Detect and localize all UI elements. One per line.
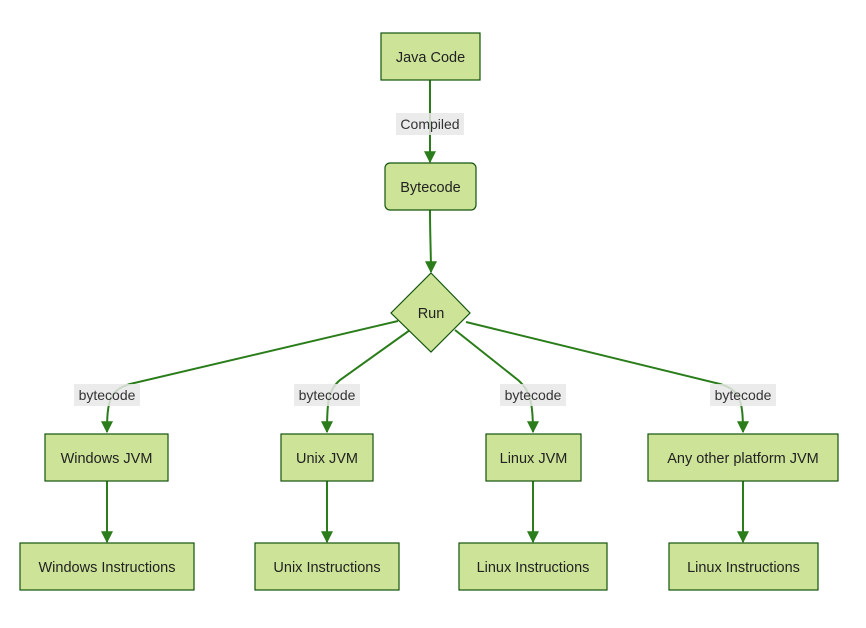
node-linux-jvm-label: Linux JVM [500, 451, 568, 467]
edge-label-bytecode-other: bytecode [715, 387, 772, 403]
node-run-label: Run [418, 306, 445, 322]
edge-run-unix [321, 329, 411, 434]
node-linux-instructions-2-label: Linux Instructions [687, 560, 800, 576]
node-java-code-label: Java Code [396, 50, 465, 66]
node-run-decision[interactable]: Run [390, 272, 471, 353]
node-windows-jvm[interactable]: Windows JVM [44, 433, 169, 482]
node-windows-instructions[interactable]: Windows Instructions [19, 542, 195, 591]
node-other-jvm-label: Any other platform JVM [667, 451, 819, 467]
node-bytecode[interactable]: Bytecode [384, 162, 477, 211]
edge-label-compiled: Compiled [400, 116, 459, 132]
node-other-jvm[interactable]: Any other platform JVM [647, 433, 839, 482]
node-java-code[interactable]: Java Code [380, 32, 481, 81]
node-unix-jvm[interactable]: Unix JVM [280, 433, 374, 482]
node-unix-instructions-label: Unix Instructions [273, 560, 380, 576]
node-bytecode-label: Bytecode [400, 180, 460, 196]
edge-label-bytecode-windows: bytecode [79, 387, 136, 403]
node-unix-jvm-label: Unix JVM [296, 451, 358, 467]
node-linux-instructions-1[interactable]: Linux Instructions [458, 542, 608, 591]
node-windows-instructions-label: Windows Instructions [39, 560, 176, 576]
edge-label-bytecode-linux: bytecode [505, 387, 562, 403]
nodes: Java Code Bytecode Run Windows JVM Unix … [19, 32, 839, 591]
edge-run-windows [101, 320, 399, 434]
edge-labels: Compiled bytecode bytecode bytecode byte… [74, 113, 776, 406]
node-linux-instructions-1-label: Linux Instructions [477, 560, 590, 576]
node-unix-instructions[interactable]: Unix Instructions [254, 542, 400, 591]
node-windows-jvm-label: Windows JVM [61, 451, 153, 467]
edge-run-other [465, 321, 749, 434]
edge-bytecode-run [424, 209, 437, 274]
edge-run-linux [454, 329, 539, 434]
edge-label-bytecode-unix: bytecode [299, 387, 356, 403]
node-linux-jvm[interactable]: Linux JVM [485, 433, 582, 482]
node-linux-instructions-2[interactable]: Linux Instructions [668, 542, 819, 591]
